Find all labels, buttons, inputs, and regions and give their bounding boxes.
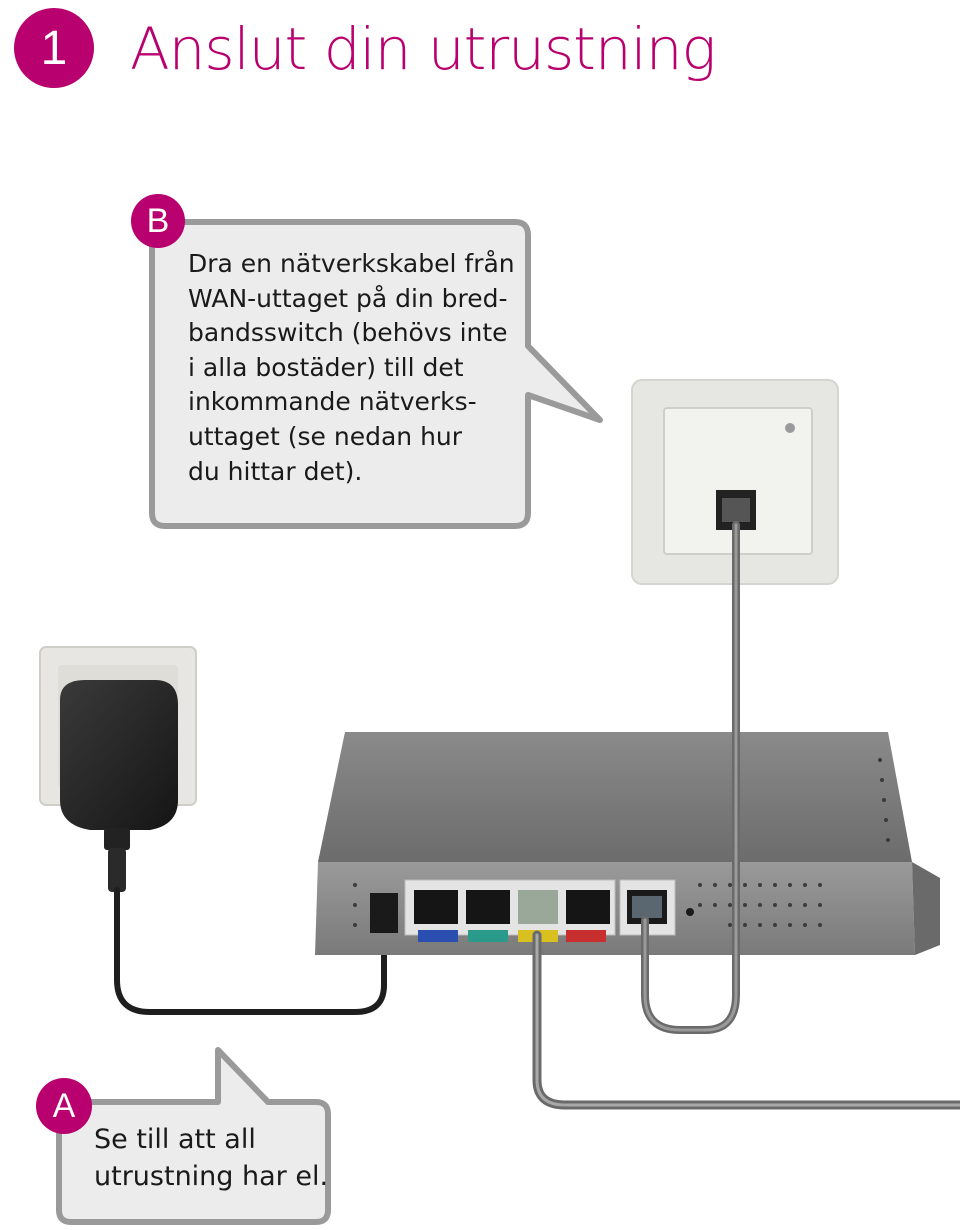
wall-network-outlet <box>631 379 839 585</box>
callout-a-badge: A <box>36 1078 92 1134</box>
callout-b-line: uttaget (se nedan hur <box>188 421 463 451</box>
callout-b-line: WAN-uttaget på din bred- <box>188 283 508 313</box>
step-number-badge: 1 <box>14 8 94 88</box>
power-adapter <box>60 680 178 892</box>
callout-b-line: i alla bostäder) till det <box>188 352 464 382</box>
callout-b-text: Dra en nätverkskabel från WAN-uttaget på… <box>188 247 518 489</box>
callout-b-line: bandsswitch (behövs inte <box>188 318 508 348</box>
power-cable <box>114 887 387 1015</box>
callout-b-line: du hittar det). <box>188 456 363 486</box>
broadband-switch <box>315 732 940 955</box>
callout-a-line: utrustning har el. <box>94 1161 329 1192</box>
page-title: Anslut din utrustning <box>130 15 716 83</box>
callout-b-badge: B <box>131 194 185 248</box>
outlet-logo-icon <box>785 423 795 433</box>
callout-b-line: inkommande nätverks- <box>188 387 477 417</box>
callout-a-text: Se till att all utrustning har el. <box>94 1121 329 1195</box>
callout-b-line: Dra en nätverkskabel från <box>188 249 515 278</box>
callout-a-line: Se till att all <box>94 1124 256 1155</box>
network-cable-lan <box>532 930 960 1110</box>
